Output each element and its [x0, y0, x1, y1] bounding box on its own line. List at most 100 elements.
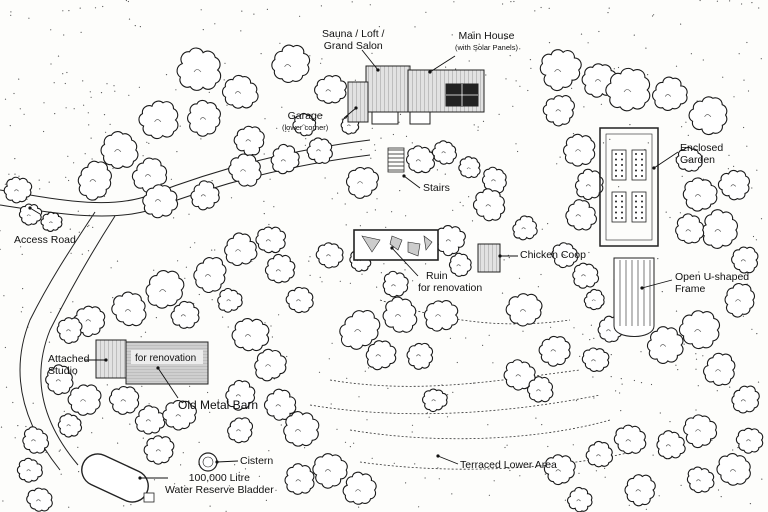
tree-icon	[306, 137, 333, 164]
garage-building	[347, 81, 369, 123]
tree-icon	[538, 335, 571, 367]
label-sauna: Sauna / Loft /Grand Salon	[322, 28, 385, 52]
tree-icon	[314, 75, 347, 104]
tree-icon	[724, 283, 755, 318]
tree-icon	[142, 184, 179, 219]
tree-icon	[255, 226, 286, 254]
stairs	[387, 147, 405, 173]
label-stairs: Stairs	[423, 182, 450, 194]
chicken-coop	[477, 243, 501, 273]
tree-icon	[225, 379, 256, 411]
tree-icon	[40, 211, 63, 232]
tree-icon	[187, 99, 221, 137]
tree-icon	[701, 209, 738, 249]
tree-icon	[703, 352, 736, 386]
tree-icon	[683, 414, 718, 449]
tree-icon	[624, 474, 656, 507]
tree-icon	[271, 44, 311, 83]
tree-icon	[574, 168, 604, 201]
tree-icon	[3, 176, 33, 204]
label-access-road: Access Road	[14, 234, 76, 246]
tree-icon	[109, 386, 140, 415]
tree-icon	[686, 466, 715, 494]
label-barn-inner: for renovation	[135, 353, 197, 364]
tree-icon	[134, 405, 166, 435]
label-old-metal-barn: Old Metal Barn	[178, 398, 259, 412]
water-bladder	[81, 453, 155, 503]
tree-icon	[731, 385, 760, 414]
open-u-frame	[613, 257, 655, 337]
tree-icon	[717, 169, 750, 201]
tree-icon	[735, 427, 764, 454]
tree-icon	[292, 112, 317, 137]
tree-icon	[222, 74, 259, 109]
label-cistern: Cistern	[240, 455, 274, 467]
tree-icon	[193, 257, 227, 293]
tree-icon	[646, 326, 684, 364]
tree-icon	[56, 317, 83, 344]
tree-icon	[170, 300, 200, 329]
tree-icon	[111, 291, 147, 327]
ruin-building	[353, 229, 439, 261]
tree-icon	[539, 49, 582, 92]
tree-icon	[26, 487, 53, 512]
tree-icon	[77, 160, 112, 201]
tree-icon	[284, 463, 315, 495]
tree-icon	[565, 199, 597, 231]
old-metal-barn	[95, 339, 209, 385]
tree-icon	[315, 242, 344, 269]
tree-icon	[503, 359, 536, 391]
tree-icon	[678, 310, 720, 350]
tree-icon	[217, 287, 243, 313]
label-garage: Garage(lower corner)	[282, 110, 329, 132]
enclosed-garden	[599, 127, 659, 247]
tree-icon	[551, 242, 578, 269]
tree-icon	[342, 471, 377, 505]
tree-icon	[254, 348, 287, 382]
tree-icon	[138, 100, 179, 140]
tree-icon	[423, 300, 459, 332]
tree-icon	[562, 133, 596, 167]
trees	[3, 44, 764, 512]
tree-icon	[22, 426, 49, 454]
tree-icon	[405, 145, 435, 174]
tree-icon	[145, 270, 185, 309]
tree-icon	[431, 140, 457, 165]
tree-icon	[567, 486, 593, 512]
tree-icon	[224, 232, 258, 267]
main-house	[347, 65, 485, 125]
tree-icon	[572, 262, 599, 289]
tree-icon	[190, 180, 220, 211]
label-chicken-coop: Chicken Coop	[520, 249, 586, 261]
tree-icon	[162, 399, 197, 431]
tree-icon	[458, 156, 481, 179]
leader-lines	[28, 49, 679, 480]
tree-icon	[57, 413, 83, 438]
tree-icon	[45, 364, 74, 395]
tree-icon	[345, 167, 379, 199]
tree-icon	[270, 143, 300, 175]
tree-icon	[605, 67, 651, 112]
tree-icon	[339, 310, 381, 350]
tree-icon	[543, 454, 576, 486]
tree-icon	[583, 288, 605, 311]
tree-icon	[283, 411, 320, 447]
tree-icon	[688, 96, 728, 136]
label-terraced-area: Terraced Lower Area	[460, 459, 557, 471]
tree-icon	[675, 213, 705, 244]
tree-icon	[512, 215, 538, 241]
tree-icon	[472, 188, 506, 222]
tree-icon	[422, 388, 448, 413]
tree-icon	[716, 453, 751, 486]
tree-icon	[100, 131, 139, 169]
tree-icon	[481, 166, 507, 195]
tree-icon	[406, 342, 434, 370]
tree-icon	[16, 457, 43, 483]
tree-icon	[264, 253, 296, 284]
